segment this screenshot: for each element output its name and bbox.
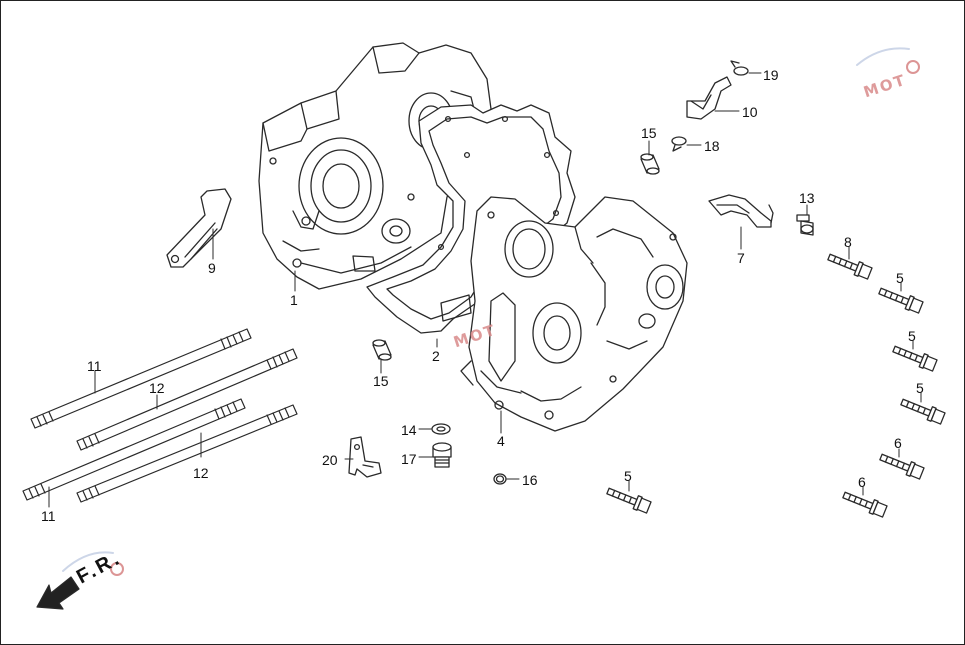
callout-5b: 5 <box>908 328 916 344</box>
drain-plug-17 <box>432 442 452 468</box>
hose-clip-19 <box>730 60 749 76</box>
watermark-logo-bottom <box>62 551 124 576</box>
callout-19: 19 <box>763 67 779 83</box>
callout-10: 10 <box>742 104 758 120</box>
flange-bolts <box>606 253 946 518</box>
callout-4: 4 <box>497 433 505 449</box>
hose-clip-18 <box>671 136 687 152</box>
callout-18: 18 <box>704 138 720 154</box>
callout-12b: 12 <box>193 465 209 481</box>
o-ring-16 <box>493 473 507 485</box>
front-direction-arrow <box>36 576 80 610</box>
callout-11b: 11 <box>41 508 56 524</box>
washer-14 <box>431 423 451 435</box>
callout-1: 1 <box>290 292 298 308</box>
bracket-plate-7 <box>708 194 774 228</box>
left-crankcase-half <box>258 42 492 290</box>
clamp-20 <box>348 436 382 478</box>
dowel-pin-lower <box>372 339 392 361</box>
bolt-13 <box>796 214 814 236</box>
stud-bolts <box>22 328 298 503</box>
callout-5d: 5 <box>624 468 632 484</box>
callout-14: 14 <box>401 422 417 438</box>
breather-hose-10 <box>686 76 732 120</box>
callout-17: 17 <box>401 451 417 467</box>
callout-15b: 15 <box>373 373 389 389</box>
callout-7: 7 <box>737 250 745 266</box>
callout-2: 2 <box>432 348 440 364</box>
callout-12a: 12 <box>149 380 165 396</box>
right-crankcase-half <box>460 196 688 432</box>
bracket-9 <box>166 188 232 268</box>
dowel-pin-upper <box>640 153 660 175</box>
callout-20: 20 <box>322 452 338 468</box>
crankcase-gasket <box>366 104 576 334</box>
callout-9: 9 <box>208 260 216 276</box>
callout-8: 8 <box>844 234 852 250</box>
callout-16: 16 <box>522 472 538 488</box>
callout-6a: 6 <box>894 435 902 451</box>
callout-13: 13 <box>799 190 815 206</box>
callout-11a: 11 <box>87 358 102 374</box>
callout-6b: 6 <box>858 474 866 490</box>
callout-15a: 15 <box>641 125 657 141</box>
watermark-logo-top <box>856 47 920 74</box>
callout-5c: 5 <box>916 380 924 396</box>
leader-lines <box>48 72 922 508</box>
callout-5a: 5 <box>896 270 904 286</box>
